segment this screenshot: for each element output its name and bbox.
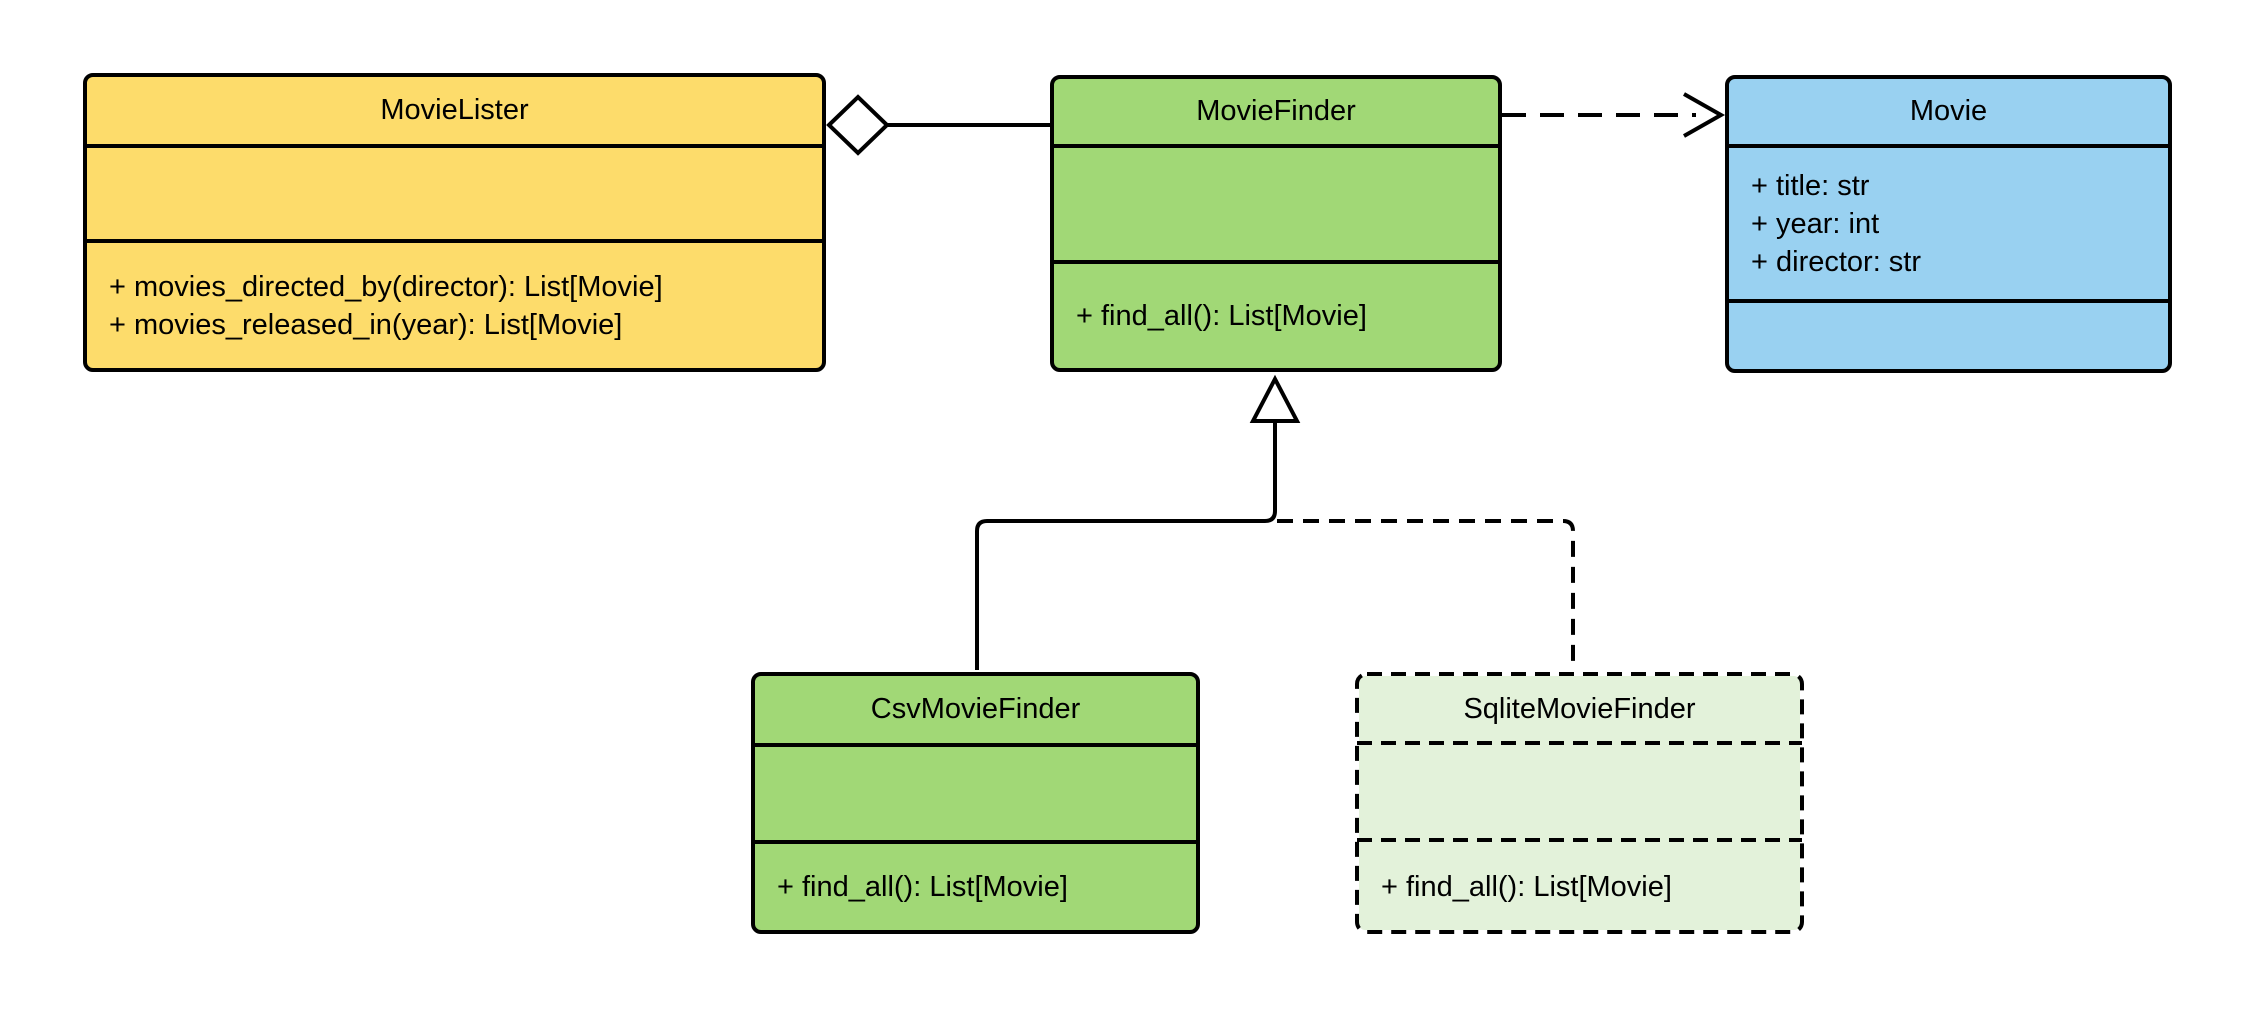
dependency-arrow-icon — [1683, 92, 1726, 138]
attributes-compartment — [755, 743, 1196, 840]
attribute-label: + year: int — [1751, 207, 1880, 240]
generalization-triangle-icon — [1249, 374, 1301, 423]
attributes-compartment — [1054, 144, 1498, 260]
methods-compartment: + find_all(): List[Movie] — [1054, 260, 1498, 368]
class-csvmoviefinder: CsvMovieFinder + find_all(): List[Movie] — [751, 672, 1200, 934]
method-label: + find_all(): List[Movie] — [1076, 300, 1367, 332]
attribute-label: + director: str — [1751, 245, 1922, 278]
class-name-label: MovieFinder — [1196, 95, 1356, 127]
method-label: + movies_released_in(year): List[Movie] — [109, 308, 623, 341]
aggregation-connector — [826, 94, 1050, 156]
attributes-compartment: + title: str + year: int + director: str — [1729, 144, 2168, 299]
aggregation-diamond-icon — [826, 94, 890, 156]
dependency-connector — [1502, 92, 1726, 138]
class-name-label: CsvMovieFinder — [870, 693, 1081, 725]
class-title: CsvMovieFinder — [755, 676, 1196, 743]
class-title: MovieLister — [87, 77, 822, 144]
class-title: MovieFinder — [1054, 79, 1498, 144]
class-movie: Movie + title: str + year: int + directo… — [1725, 75, 2172, 373]
class-title: Movie — [1729, 79, 2168, 144]
methods-compartment: + find_all(): List[Movie] — [755, 840, 1196, 930]
methods-compartment — [1729, 299, 2168, 369]
method-label: + find_all(): List[Movie] — [777, 871, 1068, 903]
methods-compartment: + find_all(): List[Movie] — [1359, 840, 1800, 930]
realization-dashed-line — [1277, 519, 1575, 670]
attribute-label: + title: str — [1751, 169, 1870, 202]
class-name-label: MovieLister — [380, 94, 529, 126]
method-label: + find_all(): List[Movie] — [1381, 871, 1672, 903]
class-name-label: SqliteMovieFinder — [1463, 693, 1696, 725]
class-title: SqliteMovieFinder — [1359, 676, 1800, 743]
attributes-compartment — [1359, 743, 1800, 840]
class-sqlitemoviefinder: SqliteMovieFinder + find_all(): List[Mov… — [1355, 672, 1804, 934]
generalization-connector — [975, 374, 1575, 670]
class-name-label: Movie — [1909, 95, 1988, 127]
class-moviefinder: MovieFinder + find_all(): List[Movie] — [1050, 75, 1502, 372]
attributes-compartment — [87, 144, 822, 239]
method-label: + movies_directed_by(director): List[Mov… — [109, 270, 663, 303]
class-movielister: MovieLister + movies_directed_by(directo… — [83, 73, 826, 372]
methods-compartment: + movies_directed_by(director): List[Mov… — [87, 239, 822, 368]
